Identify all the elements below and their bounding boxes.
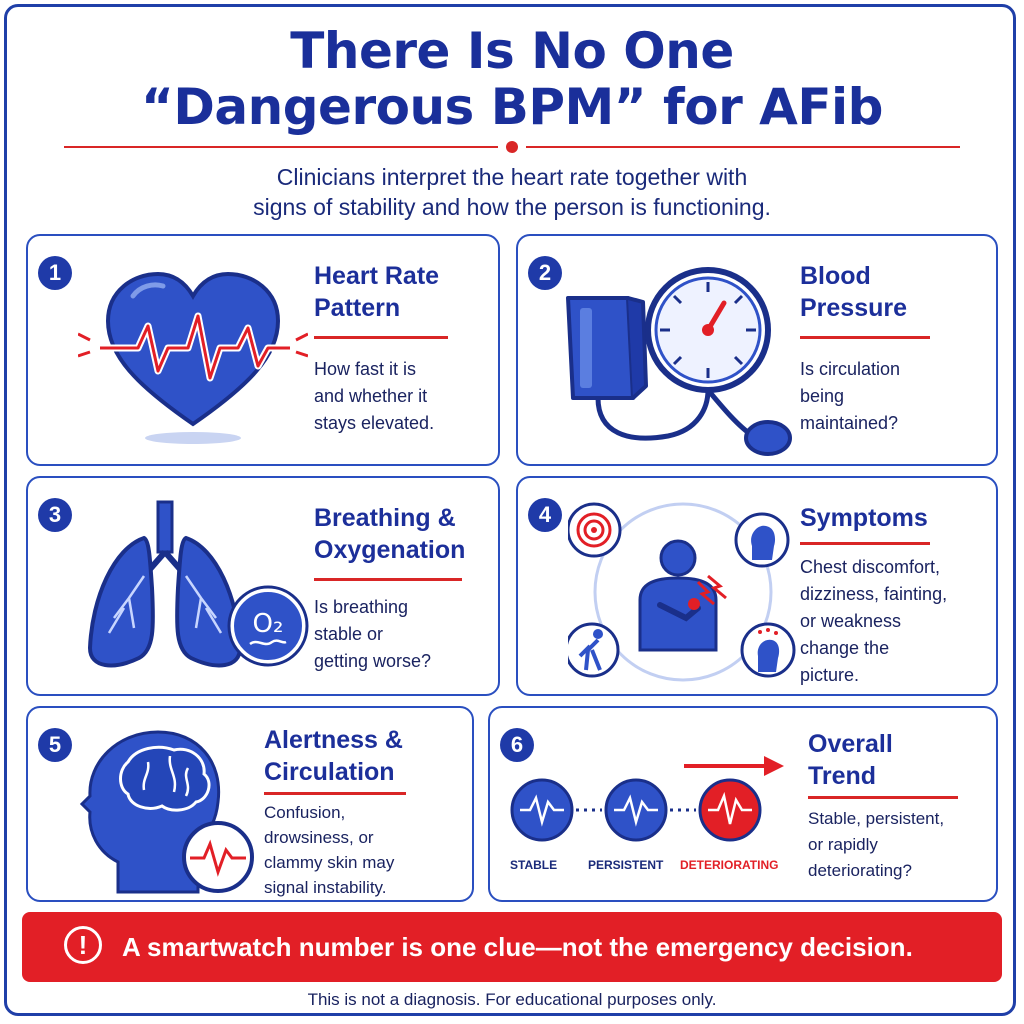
head-brain-icon [79, 730, 254, 894]
card-description: Confusion,drowsiness, or clammy skin may… [264, 803, 395, 897]
footer-disclaimer: This is not a diagnosis. For educational… [307, 990, 717, 1009]
card-underline [800, 336, 930, 339]
lungs-o2-icon: O₂ [87, 500, 309, 668]
symptoms-person-icon [568, 502, 796, 682]
title-line-2: “Dangerous BPM” for AFib [141, 78, 883, 136]
card-title: Breathing &Oxygenation [314, 504, 466, 564]
divider-dot [506, 141, 518, 153]
card-breathing-oxygenation: 3 O₂ Breathing &Oxygenation Is breathing… [26, 476, 500, 696]
o2-label: O₂ [253, 609, 284, 639]
card-underline [808, 796, 958, 799]
card-underline [314, 336, 448, 339]
card-number: 4 [528, 498, 562, 532]
banner-text: A smartwatch number is one clue—not the … [122, 932, 913, 962]
card-underline [800, 542, 930, 545]
card-underline [314, 578, 462, 581]
trend-label-deteriorating: DETERIORATING [680, 858, 779, 872]
exclamation-icon: ! [64, 926, 102, 964]
subtitle-line-1: Clinicians interpret the heart rate toge… [276, 164, 748, 190]
warning-banner: ! A smartwatch number is one clue—not th… [22, 912, 1002, 982]
card-symptoms: 4 Symptoms Chest discomfort,dizziness, f… [516, 476, 998, 696]
heart-ecg-icon [78, 271, 308, 444]
trend-label-persistent: PERSISTENT [588, 858, 664, 872]
card-number: 1 [38, 256, 72, 290]
card-number: 2 [528, 256, 562, 290]
title-line-1: There Is No One [290, 22, 734, 80]
card-number: 3 [38, 498, 72, 532]
trend-icon [510, 756, 784, 842]
divider-left [64, 146, 498, 148]
card-title: Symptoms [800, 504, 928, 532]
card-overall-trend: 6 STABLE PERSISTENT DETERIORATING Overal… [488, 706, 998, 902]
trend-label-stable: STABLE [510, 858, 558, 872]
blood-pressure-cuff-icon [566, 267, 792, 456]
card-underline [264, 792, 406, 795]
card-title: Alertness &Circulation [264, 726, 403, 786]
card-number: 5 [38, 728, 72, 762]
subtitle: Clinicians interpret the heart rate toge… [0, 162, 1024, 222]
divider-right [526, 146, 960, 148]
subtitle-line-2: signs of stability and how the person is… [253, 194, 771, 220]
card-number: 6 [500, 728, 534, 762]
card-description: Chest discomfort,dizziness, fainting,or … [800, 557, 948, 685]
card-alertness-circulation: 5 Alertness &Circulation Confusion,drows… [26, 706, 474, 902]
